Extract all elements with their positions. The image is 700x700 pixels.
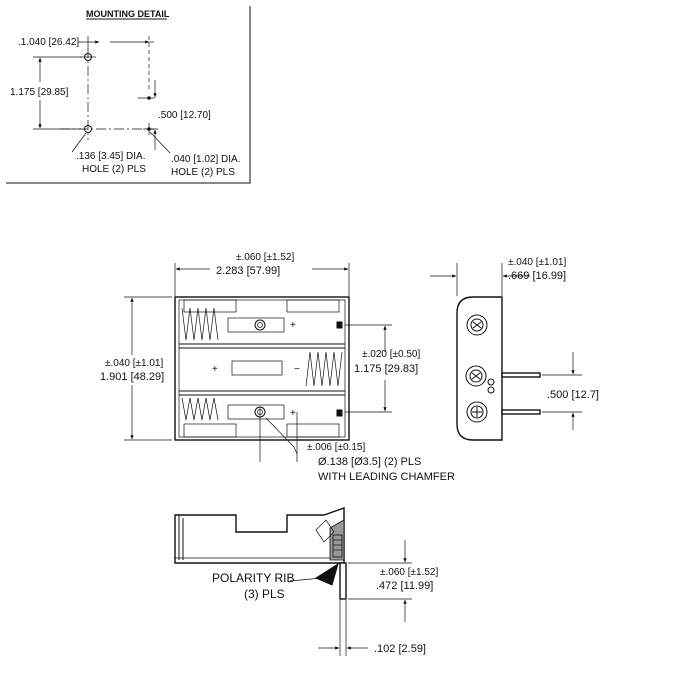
mounting-detail: MOUNTING DETAIL .1.040 [26.42] 1.175 [29… [6, 6, 251, 184]
spring-middle [305, 351, 343, 387]
contact-plate-middle [231, 360, 283, 376]
leader-line [265, 417, 295, 448]
end-cap-stripes [332, 534, 343, 558]
polarity-rib-note-1: POLARITY RIB [212, 571, 294, 585]
contact-spacing-tol: ±.020 [±0.50] [362, 349, 420, 360]
leader-line [293, 446, 298, 455]
side-depth-dim: .669 [16.99] [508, 270, 566, 282]
side-pin-spacing-dim: .500 [12.7] [547, 389, 599, 401]
side-pin-upper [501, 372, 541, 378]
side-screw-top [466, 314, 488, 336]
front-view: ±.060 [±1.52] 2.283 [57.99] ±.040 [±1.01… [100, 252, 455, 483]
pin-width-dim: .102 [2.59] [374, 643, 426, 655]
bottom-pin [339, 562, 347, 600]
large-hole-note-1: .136 [3.45] DIA. [76, 151, 146, 162]
terminal-top [336, 321, 343, 329]
contact-plate-bottom [227, 404, 285, 420]
front-height-tol: ±.040 [±1.01] [105, 358, 163, 369]
hole-note-2: WITH LEADING CHAMFER [318, 471, 455, 483]
holder-housing [174, 296, 350, 441]
side-view: ±.040 [±1.01] .669 [16.99] .500 [12 [430, 257, 599, 441]
leader-line [71, 132, 87, 153]
side-depth-tol: ±.040 [±1.01] [508, 257, 566, 268]
polarity-rib-note-2: (3) PLS [244, 587, 285, 601]
spring-bottom [181, 397, 219, 421]
end-cap-detail [315, 519, 335, 543]
pin-length-dim: .472 [11.99] [376, 580, 433, 592]
contact-rivet-top [254, 319, 266, 331]
side-housing [456, 296, 503, 441]
side-pin-lower [501, 409, 541, 415]
front-width-tol: ±.060 [±1.52] [236, 252, 294, 263]
top-tab-left [183, 299, 237, 313]
large-hole-note-2: HOLE (2) PLS [82, 164, 146, 175]
small-hole-note-1: .040 [1.02] DIA. [171, 154, 241, 165]
contact-plate-top [227, 317, 285, 333]
small-hole-note-2: HOLE (2) PLS [171, 167, 235, 178]
mounting-detail-title: MOUNTING DETAIL [86, 9, 170, 19]
bottom-tab-right [286, 423, 340, 438]
minus-mark-middle: − [294, 364, 300, 375]
polarity-rib-arrow [314, 562, 339, 586]
hole-note-1: Ø.138 [Ø3.5] (2) PLS [318, 456, 421, 468]
plus-mark-top: + [290, 320, 296, 331]
side-small-hole [487, 386, 495, 394]
hole-tol: ±.006 [±0.15] [307, 442, 365, 453]
side-screw-bottom [466, 401, 488, 423]
plus-mark-bottom: + [290, 408, 296, 419]
housing-inner-frame [178, 299, 346, 438]
contact-spacing-dim: 1.175 [29.83] [354, 363, 418, 375]
front-width-dim: 2.283 [57.99] [216, 265, 280, 277]
side-small-hole [487, 378, 495, 386]
plus-mark-middle: + [212, 364, 218, 375]
pin-length-tol: ±.060 [±1.52] [380, 567, 438, 578]
mount-offset-dim: .500 [12.70] [158, 110, 211, 121]
top-tab-right [286, 299, 340, 313]
spring-top [181, 307, 219, 341]
terminal-bottom [336, 409, 343, 417]
mounting-detail-frame [6, 6, 251, 184]
bottom-view: POLARITY RIB (3) PLS ±.060 [±1.52] .472 … [174, 507, 438, 656]
leader-line [289, 577, 323, 582]
mount-height-dim: 1.175 [29.85] [10, 87, 69, 98]
contact-rivet-top-inner [257, 322, 263, 328]
bottom-housing [174, 507, 345, 564]
leader-line [149, 131, 171, 154]
front-height-dim: 1.901 [48.29] [100, 371, 164, 383]
mount-width-dim: .1.040 [26.42] [18, 37, 79, 48]
side-screw-middle [465, 365, 487, 387]
bottom-tab-left [183, 423, 237, 438]
